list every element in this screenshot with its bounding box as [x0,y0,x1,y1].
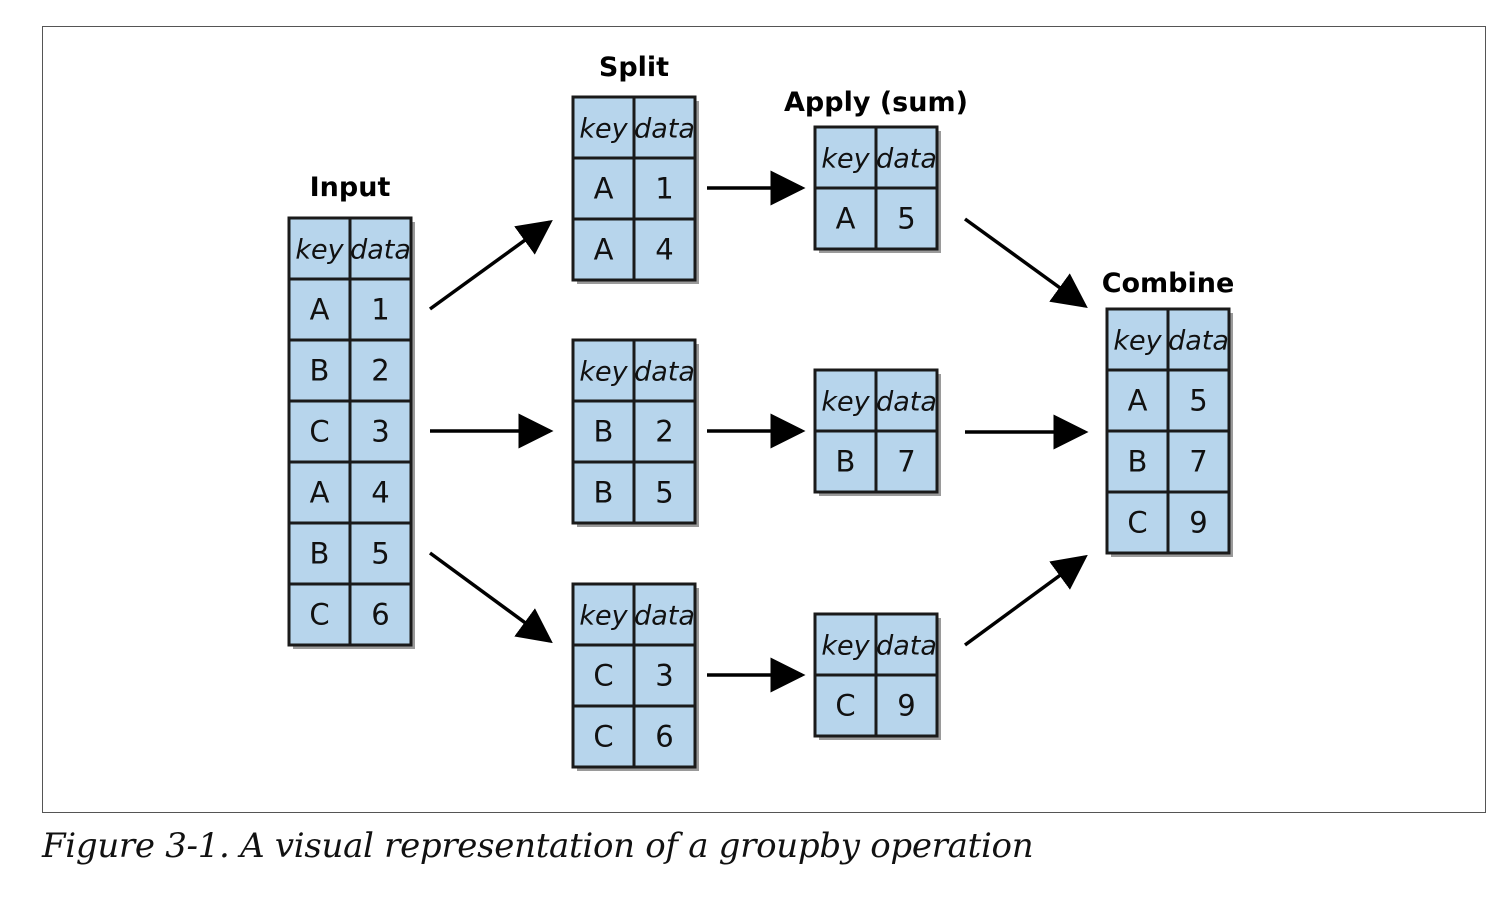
data-cell: 7 [897,445,915,479]
data-cell: 3 [371,415,389,449]
figure-frame [42,26,1486,813]
arrow-input-to-split-3 [428,551,553,644]
key-cell: A [310,476,330,510]
column-header-data: data [1168,326,1229,357]
key-cell: B [310,537,330,571]
key-cell: C [593,720,613,754]
key-cell: B [1128,445,1148,479]
data-cell: 9 [1189,506,1207,540]
column-header-key: key [579,357,628,388]
column-header-data: data [876,387,937,418]
data-cell: 6 [371,598,389,632]
data-cell: 9 [897,689,915,723]
data-cell: 5 [371,537,389,571]
data-cell: 4 [655,233,673,267]
arrow-apply-to-combine-3 [963,554,1088,647]
column-header-key: key [579,601,628,632]
key-cell: C [593,659,613,693]
column-header-key: key [1113,326,1162,357]
key-cell: B [310,354,330,388]
column-header-key: key [821,387,870,418]
key-cell: A [836,202,856,236]
column-header-key: key [821,631,870,662]
data-cell: 5 [1189,384,1207,418]
data-cell: 2 [655,415,673,449]
key-cell: B [594,476,614,510]
data-cell: 6 [655,720,673,754]
data-cell: 5 [897,202,915,236]
combine-title: Combine [1102,268,1235,299]
figure-caption: Figure 3-1. A visual representation of a… [42,826,1034,866]
column-header-data: data [634,114,695,145]
key-cell: B [836,445,856,479]
input-title: Input [310,172,391,203]
column-header-data: data [350,235,411,266]
data-cell: 3 [655,659,673,693]
arrow-input-to-split-1 [428,219,553,311]
column-header-data: data [876,144,937,175]
key-cell: B [594,415,614,449]
column-header-key: key [579,114,628,145]
apply-title: Apply (sum) [784,87,968,118]
data-cell: 1 [655,172,673,206]
key-cell: A [310,293,330,327]
column-header-data: data [876,631,937,662]
key-cell: A [594,233,614,267]
key-cell: C [309,598,329,632]
column-header-data: data [634,601,695,632]
data-cell: 5 [655,476,673,510]
arrow-apply-to-combine-1 [963,217,1088,309]
key-cell: C [1127,506,1147,540]
column-header-key: key [295,235,344,266]
key-cell: C [309,415,329,449]
key-cell: C [835,689,855,723]
split-title: Split [599,52,669,83]
key-cell: A [1128,384,1148,418]
data-cell: 2 [371,354,389,388]
data-cell: 4 [371,476,389,510]
column-header-key: key [821,144,870,175]
key-cell: A [594,172,614,206]
data-cell: 7 [1189,445,1207,479]
column-header-data: data [634,357,695,388]
data-cell: 1 [371,293,389,327]
